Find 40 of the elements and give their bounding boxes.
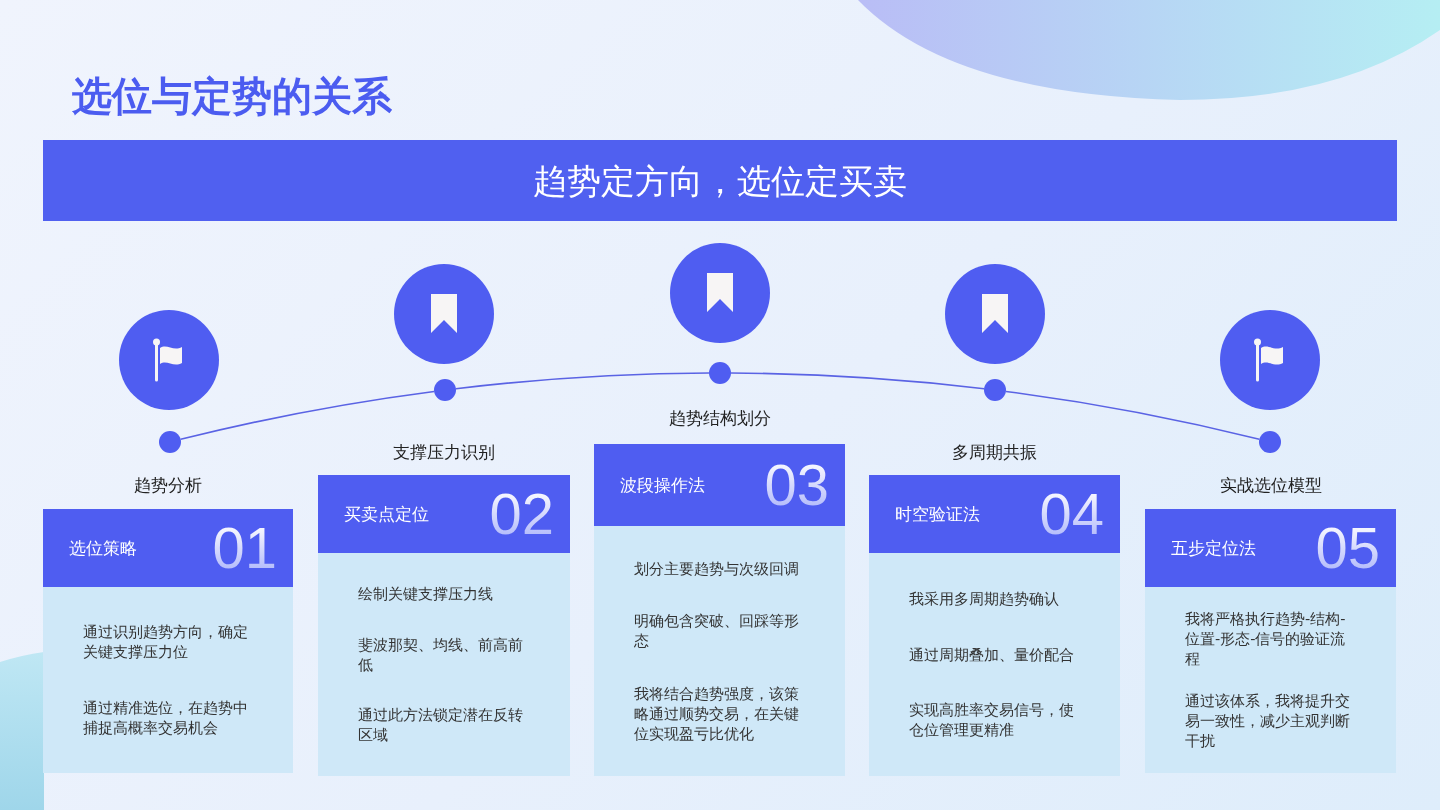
header-band [1145, 509, 1396, 587]
timeline-dot [709, 362, 731, 384]
column-heading: 实战选位模型 [1219, 474, 1322, 496]
header-band [318, 475, 570, 553]
header-band [43, 509, 293, 587]
description-text: 通过精准选位，在趋势中捕捉高概率交易机会 [83, 698, 249, 738]
column-heading: 趋势分析 [134, 474, 202, 496]
timeline-dot [434, 379, 456, 402]
description-text: 通过识别趋势方向，确定关键支撑压力位 [83, 623, 249, 663]
description-text: 通过此方法锁定潜在反转区域 [358, 706, 524, 746]
header-band [869, 475, 1120, 553]
description-text: 我将严格执行趋势-结构-位置-形态-信号的验证流程 [1185, 610, 1347, 669]
header-band [594, 444, 845, 526]
connector-line [730, 372, 985, 390]
description-text: 我采用多周期趋势确认 [909, 589, 1060, 609]
card-title: 买卖点定位 [344, 503, 429, 525]
description-text: 斐波那契、均线、前高前低 [358, 635, 524, 675]
description-text: 绘制关键支撑压力线 [358, 584, 494, 604]
card-title: 时空验证法 [895, 503, 980, 525]
column-heading: 支撑压力识别 [393, 441, 495, 463]
timeline-dot [159, 431, 181, 453]
timeline-dot [1259, 431, 1281, 453]
description-text: 实现高胜率交易信号，使仓位管理更精准 [909, 701, 1075, 741]
card-title: 波段操作法 [620, 474, 705, 496]
banner-bar [43, 140, 1397, 221]
page-title: 选位与定势的关系 [72, 72, 392, 121]
connector-line [1005, 390, 1261, 441]
description-text: 通过周期叠加、量价配合 [909, 645, 1075, 665]
description-text: 通过该体系，我将提升交易一致性，减少主观判断干扰 [1185, 692, 1351, 751]
column-heading: 多周期共振 [952, 441, 1037, 463]
timeline-dot [984, 379, 1006, 402]
banner-text: 趋势定方向，选位定买卖 [533, 159, 907, 203]
description-text: 我将结合趋势强度，该策略通过顺势交易，在关键位实现盈亏比优化 [634, 684, 800, 744]
card-title: 五步定位法 [1171, 537, 1256, 559]
connector-line [179, 390, 435, 441]
column-heading: 趋势结构划分 [668, 407, 771, 429]
connector-line [455, 372, 710, 390]
description-text: 明确包含突破、回踩等形态 [634, 612, 800, 651]
card-title: 选位策略 [69, 537, 137, 559]
description-text: 划分主要趋势与次级回调 [634, 559, 800, 579]
